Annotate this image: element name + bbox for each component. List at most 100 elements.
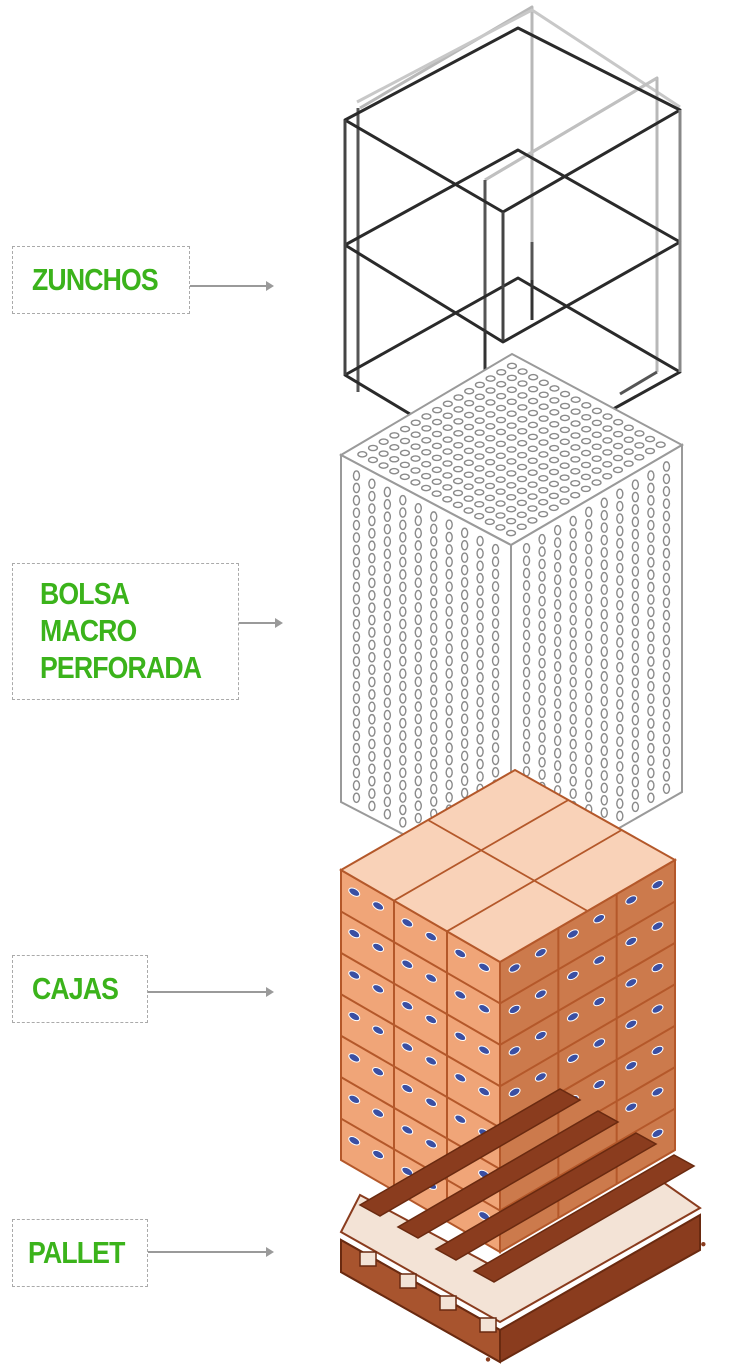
bag-hole bbox=[570, 396, 581, 403]
bag-hole bbox=[430, 759, 438, 770]
bag-hole bbox=[522, 629, 531, 641]
bag-hole bbox=[647, 656, 655, 667]
bag-hole bbox=[516, 475, 528, 483]
bag-hole bbox=[553, 673, 562, 685]
box-label-dot bbox=[534, 1030, 547, 1041]
bag-hole bbox=[491, 766, 500, 778]
bag-hole bbox=[495, 416, 507, 424]
bag-hole bbox=[484, 506, 495, 514]
box-label-dot bbox=[401, 1000, 414, 1011]
bag-hole bbox=[445, 655, 453, 667]
bag-hole bbox=[453, 394, 464, 401]
bag-hole bbox=[414, 763, 422, 774]
bag-hole bbox=[368, 627, 376, 638]
bag-hole bbox=[581, 402, 592, 409]
bag-hole bbox=[538, 451, 549, 458]
bag-hole bbox=[549, 409, 560, 416]
bag-hole bbox=[553, 735, 562, 747]
bag-hole bbox=[463, 423, 475, 431]
bag-hole bbox=[538, 583, 546, 595]
bag-hole bbox=[580, 461, 592, 469]
bag-hole bbox=[616, 723, 624, 735]
bag-hole bbox=[600, 782, 608, 794]
bag-hole bbox=[445, 593, 453, 605]
box-label-dot bbox=[478, 1004, 491, 1014]
bag-hole bbox=[445, 767, 453, 778]
bag-hole bbox=[538, 682, 546, 694]
bag-hole bbox=[585, 642, 593, 654]
cajas-label-frame bbox=[12, 955, 148, 1023]
bag-hole bbox=[442, 484, 453, 491]
bag-hole bbox=[460, 564, 469, 576]
bag-hole bbox=[569, 528, 577, 539]
bag-hole bbox=[553, 685, 562, 697]
bag-hole bbox=[517, 404, 528, 411]
bag-hole bbox=[602, 461, 613, 468]
bag-hole bbox=[378, 438, 389, 445]
bag-hole bbox=[383, 486, 392, 498]
box-label-dot bbox=[534, 1072, 547, 1082]
bag-hole bbox=[616, 513, 624, 524]
bag-hole bbox=[445, 792, 453, 803]
bag-hole bbox=[399, 717, 407, 729]
pallet-slat bbox=[434, 1132, 658, 1261]
bag-hole bbox=[485, 434, 496, 442]
bag-hole bbox=[383, 684, 392, 696]
bag-hole bbox=[352, 594, 361, 605]
bag-hole bbox=[612, 442, 624, 450]
bag-hole bbox=[383, 697, 392, 708]
bag-hole bbox=[368, 701, 376, 713]
bag-hole bbox=[474, 453, 485, 460]
bag-hole bbox=[352, 643, 361, 655]
bag-hole bbox=[522, 741, 531, 752]
bag-hole bbox=[600, 534, 608, 546]
bag-hole bbox=[591, 431, 602, 439]
bag-hole bbox=[474, 477, 485, 484]
bag-hole bbox=[527, 421, 539, 429]
bag-hole bbox=[414, 614, 422, 626]
box-label-dot bbox=[508, 1046, 521, 1056]
bag-hole bbox=[647, 495, 655, 506]
bag-hole bbox=[378, 462, 389, 469]
box-label-dot bbox=[651, 879, 664, 890]
box-label-dot bbox=[372, 942, 385, 953]
box-label-dot bbox=[593, 1038, 606, 1048]
pallet-slat bbox=[396, 1110, 620, 1239]
bag-hole bbox=[476, 572, 484, 584]
bag-hole bbox=[506, 410, 517, 417]
bag-hole bbox=[662, 721, 671, 733]
bag-hole bbox=[569, 540, 577, 552]
bag-hole bbox=[655, 441, 666, 448]
bag-hole bbox=[368, 713, 376, 725]
bag-hole bbox=[399, 792, 407, 803]
bag-hole bbox=[631, 789, 640, 800]
bag-hole bbox=[600, 571, 608, 583]
bag-hole bbox=[445, 779, 453, 791]
bag-hole bbox=[414, 676, 422, 688]
bag-hole bbox=[616, 810, 624, 822]
bag-hole bbox=[631, 628, 640, 639]
box-label-dot bbox=[454, 990, 467, 1000]
bag-hole bbox=[527, 445, 538, 453]
bag-hole bbox=[647, 532, 655, 543]
box-label-dot bbox=[348, 1053, 361, 1063]
bag-hole bbox=[662, 733, 671, 745]
bag-hole bbox=[414, 651, 422, 663]
bag-hole bbox=[647, 581, 655, 593]
bag-hole bbox=[647, 742, 655, 754]
bag-hole bbox=[631, 752, 640, 763]
bag-hole bbox=[602, 425, 613, 432]
zunchos-arrow-icon bbox=[190, 281, 274, 291]
bag-hole bbox=[522, 679, 531, 690]
bag-hole bbox=[399, 693, 407, 704]
bag-hole bbox=[612, 466, 624, 474]
box-label-dot bbox=[425, 931, 438, 942]
bag-hole bbox=[585, 667, 593, 679]
bag-hole bbox=[538, 620, 546, 632]
bag-hole bbox=[431, 454, 442, 462]
bag-hole bbox=[474, 429, 485, 436]
bag-hole bbox=[495, 452, 506, 460]
bolsa-label-line-3: PERFORADA bbox=[40, 650, 202, 685]
bag-hole bbox=[442, 448, 453, 455]
bag-hole bbox=[476, 709, 484, 720]
